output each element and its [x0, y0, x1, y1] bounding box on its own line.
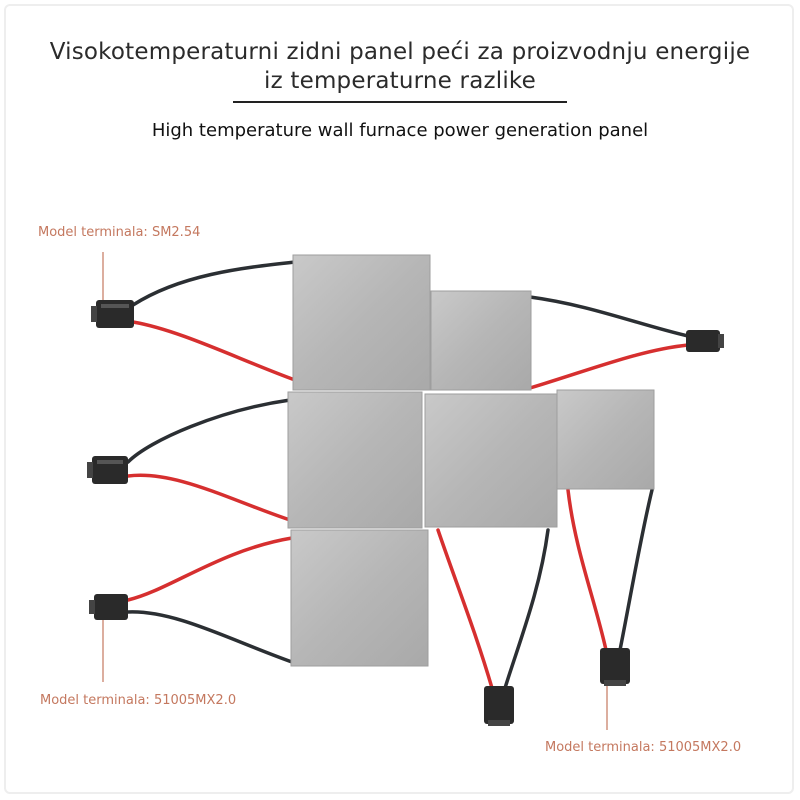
wire-black — [528, 295, 690, 338]
wire-red — [436, 528, 494, 690]
module-bottom-left — [290, 529, 429, 667]
title-underline — [233, 101, 567, 103]
module-mid-left — [287, 391, 423, 529]
connector-bottom-left — [89, 594, 128, 620]
wire-red — [528, 343, 690, 390]
wires — [126, 260, 690, 690]
connector-right — [686, 330, 724, 352]
connector-bottom-center — [484, 686, 514, 726]
page-title-line-2: iz temperaturne razlike — [264, 68, 536, 94]
wire-red — [126, 536, 294, 602]
module-mid-right — [556, 389, 655, 490]
wire-black — [126, 610, 294, 664]
connector-bottom-right — [600, 648, 630, 686]
wire-red — [131, 320, 297, 382]
connectors — [87, 300, 724, 726]
wire-black — [131, 260, 297, 307]
wire-red — [566, 488, 608, 652]
wire-black — [126, 398, 292, 464]
wire-red — [126, 473, 292, 522]
module-top-right — [430, 290, 532, 391]
page-title-line-1: Visokotemperaturni zidni panel peći za p… — [49, 39, 751, 65]
wire-black — [503, 528, 550, 690]
page-subtitle: High temperature wall furnace power gene… — [151, 120, 649, 141]
module-mid-center — [424, 393, 558, 528]
connector-top-left — [91, 300, 134, 328]
callout-bottom-left: Model terminala: 51005MX2.0 — [40, 693, 237, 708]
callout-bottom-right: Model terminala: 51005MX2.0 — [545, 740, 742, 755]
callout-top-left: Model terminala: SM2.54 — [38, 225, 201, 240]
image-frame — [4, 4, 794, 794]
connector-mid-left — [87, 456, 128, 484]
module-top-left — [292, 254, 431, 391]
modules — [287, 254, 655, 667]
wire-black — [618, 488, 654, 652]
